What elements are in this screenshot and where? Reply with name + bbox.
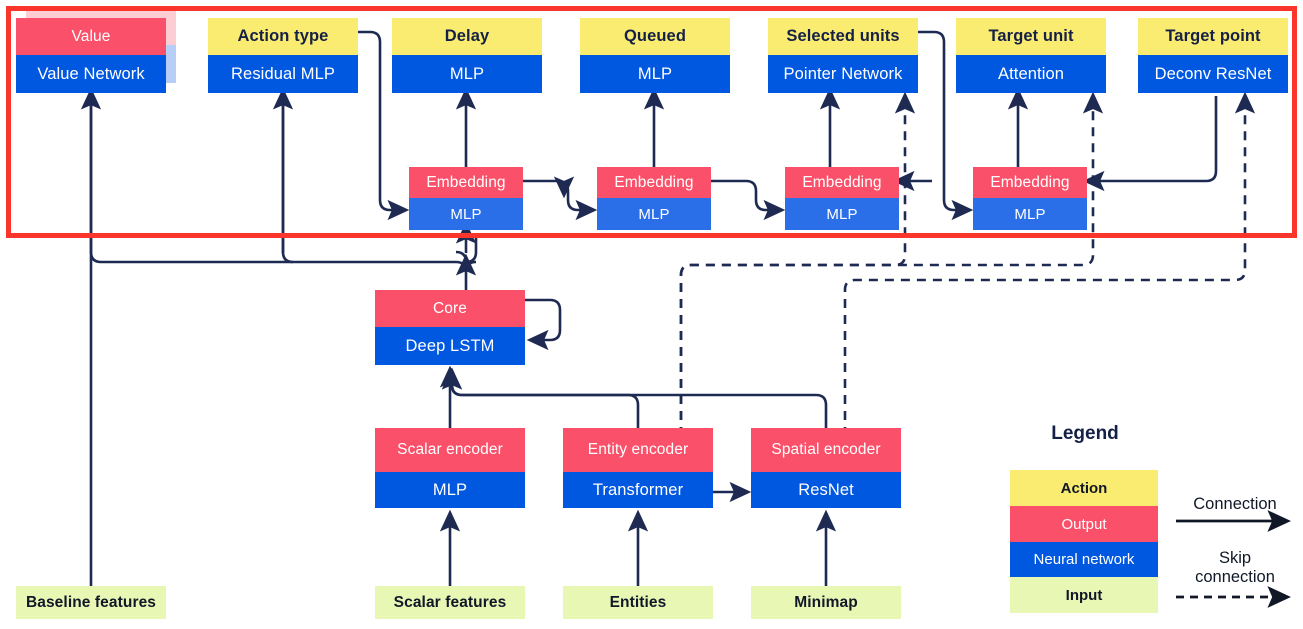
input-scalar-features-label: Scalar features [375,586,525,619]
head-delay[interactable]: Delay MLP [392,18,542,93]
head-value-network: Value Network [16,55,166,93]
spatial-encoder-block[interactable]: Spatial encoder ResNet [751,428,901,508]
embedding-queued-output: Embedding [597,167,711,198]
head-selected-units-network: Pointer Network [768,55,918,93]
legend-connection-label: Connection [1193,495,1277,513]
legend-skip-label-line2: connection [1195,568,1275,586]
head-action-type[interactable]: Action type Residual MLP [208,18,358,93]
entity-encoder-network: Transformer [563,472,713,508]
head-target-point[interactable]: Target point Deconv ResNet [1138,18,1288,93]
legend-output-row: Output [1010,506,1158,542]
input-minimap[interactable]: Minimap [751,586,901,619]
core-network: Deep LSTM [375,327,525,365]
embedding-queued[interactable]: Embedding MLP [597,167,711,230]
head-selected-units-action: Selected units [768,18,918,55]
embedding-queued-network: MLP [597,198,711,230]
head-queued-network: MLP [580,55,730,93]
core-output: Core [375,290,525,327]
input-entities[interactable]: Entities [563,586,713,619]
head-value[interactable]: Value Value Network [16,18,166,93]
entity-encoder-block[interactable]: Entity encoder Transformer [563,428,713,508]
scalar-encoder-output: Scalar encoder [375,428,525,472]
legend-title: Legend [1051,423,1119,444]
embedding-selected-units[interactable]: Embedding MLP [785,167,899,230]
head-target-point-action: Target point [1138,18,1288,55]
spatial-encoder-network: ResNet [751,472,901,508]
input-scalar-features[interactable]: Scalar features [375,586,525,619]
head-value-output: Value [16,18,166,55]
head-action-type-network: Residual MLP [208,55,358,93]
input-baseline-features-label: Baseline features [16,586,166,619]
head-target-unit[interactable]: Target unit Attention [956,18,1106,93]
head-selected-units[interactable]: Selected units Pointer Network [768,18,918,93]
head-action-type-action: Action type [208,18,358,55]
skip-connections [679,91,1256,436]
spatial-encoder-output: Spatial encoder [751,428,901,472]
core-output-bus [89,100,478,290]
embedding-selected-units-network: MLP [785,198,899,230]
embedding-delay-network: MLP [409,198,523,230]
entity-encoder-output: Entity encoder [563,428,713,472]
legend-action-row: Action [1010,470,1158,506]
head-delay-action: Delay [392,18,542,55]
head-target-point-network: Deconv ResNet [1138,55,1288,93]
core-block[interactable]: Core Deep LSTM [375,290,525,365]
legend-skip-label-line1: Skip [1218,549,1252,567]
solid-connections [80,30,1218,611]
embedding-target-unit-output: Embedding [973,167,1087,198]
embedding-target-unit[interactable]: Embedding MLP [973,167,1087,230]
head-delay-network: MLP [392,55,542,93]
legend-input-row: Input [1010,577,1158,613]
legend-swatches: Action Output Neural network Input [1010,470,1158,613]
input-baseline-features[interactable]: Baseline features [16,586,166,619]
embedding-selected-units-output: Embedding [785,167,899,198]
input-entities-label: Entities [563,586,713,619]
embedding-delay-output: Embedding [409,167,523,198]
head-target-unit-action: Target unit [956,18,1106,55]
scalar-encoder-block[interactable]: Scalar encoder MLP [375,428,525,508]
head-queued-action: Queued [580,18,730,55]
head-target-unit-network: Attention [956,55,1106,93]
head-queued[interactable]: Queued MLP [580,18,730,93]
legend-neural-network-row: Neural network [1010,542,1158,577]
scalar-encoder-network: MLP [375,472,525,508]
embedding-target-unit-network: MLP [973,198,1087,230]
embedding-delay[interactable]: Embedding MLP [409,167,523,230]
input-minimap-label: Minimap [751,586,901,619]
